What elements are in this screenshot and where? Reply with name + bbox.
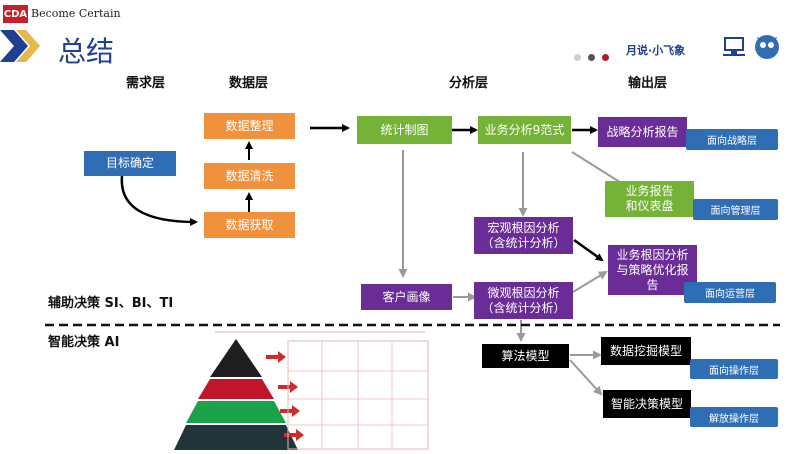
- biz-root-line2: 与策略优化报: [616, 262, 689, 277]
- stat-chart-box: 统计制图: [357, 116, 452, 144]
- macro-root-line1: 宏观根因分析: [487, 220, 560, 235]
- biz-report-box: 业务报告 和仪表盘: [605, 181, 694, 217]
- brand-tagline: Become Certain: [31, 7, 121, 20]
- tag-liberate: 解放操作层: [690, 407, 778, 427]
- macro-root-box: 宏观根因分析 （含统计分析）: [474, 217, 573, 254]
- strategy-report-box: 战略分析报告: [598, 117, 687, 147]
- header-slogan: 月说·小飞象: [626, 44, 686, 57]
- brand-logo: CDA: [3, 5, 28, 23]
- goal-box: 目标确定: [84, 151, 176, 176]
- tag-operation: 面向运营层: [684, 282, 776, 303]
- data-mining-box: 数据挖掘模型: [601, 337, 691, 365]
- tag-management: 面向管理层: [693, 199, 778, 220]
- tag-operation-op: 面向操作层: [690, 359, 778, 379]
- data-clean-box: 数据清洗: [204, 163, 295, 189]
- biz-analysis-box: 业务分析9范式: [478, 116, 571, 144]
- brand-logo-text: CDA: [3, 8, 28, 20]
- page-title: 总结: [58, 35, 115, 68]
- layer-header-data: 数据层: [229, 76, 269, 91]
- macro-root-line2: （含统计分析）: [481, 235, 566, 250]
- footer-url: www.cdaglobal.com: [630, 430, 760, 445]
- layer-header-output: 输出层: [628, 76, 668, 91]
- title-chevron-icon: [0, 30, 42, 62]
- biz-root-line1: 业务根因分析: [616, 247, 689, 262]
- customer-profile-box: 客户画像: [361, 284, 452, 310]
- partner-logo-icon: [722, 34, 746, 58]
- tag-strategy: 面向战略层: [686, 129, 778, 150]
- micro-root-line2: （含统计分析）: [481, 300, 566, 315]
- data-acquire-box: 数据获取: [204, 212, 295, 238]
- data-organize-box: 数据整理: [204, 113, 295, 139]
- pyramid-diagram-image: [170, 327, 440, 450]
- smart-decision-box: 智能决策模型: [603, 390, 691, 418]
- layer-header-demand: 需求层: [126, 76, 166, 91]
- assist-decision-label: 辅助决策 SI、BI、TI: [48, 296, 174, 311]
- biz-report-line2: 和仪表盘: [625, 199, 674, 213]
- mascot-icon: [754, 33, 780, 61]
- smart-decision-label: 智能决策 AI: [48, 335, 120, 350]
- layer-header-analysis: 分析层: [449, 76, 489, 91]
- slide-dots: [574, 46, 609, 65]
- micro-root-line1: 微观根因分析: [487, 285, 560, 300]
- micro-root-box: 微观根因分析 （含统计分析）: [474, 282, 573, 319]
- algo-model-box: 算法模型: [482, 344, 569, 368]
- biz-root-report-box: 业务根因分析 与策略优化报 告: [608, 245, 697, 295]
- biz-report-line1: 业务报告: [625, 184, 674, 198]
- biz-root-line3: 告: [646, 277, 659, 292]
